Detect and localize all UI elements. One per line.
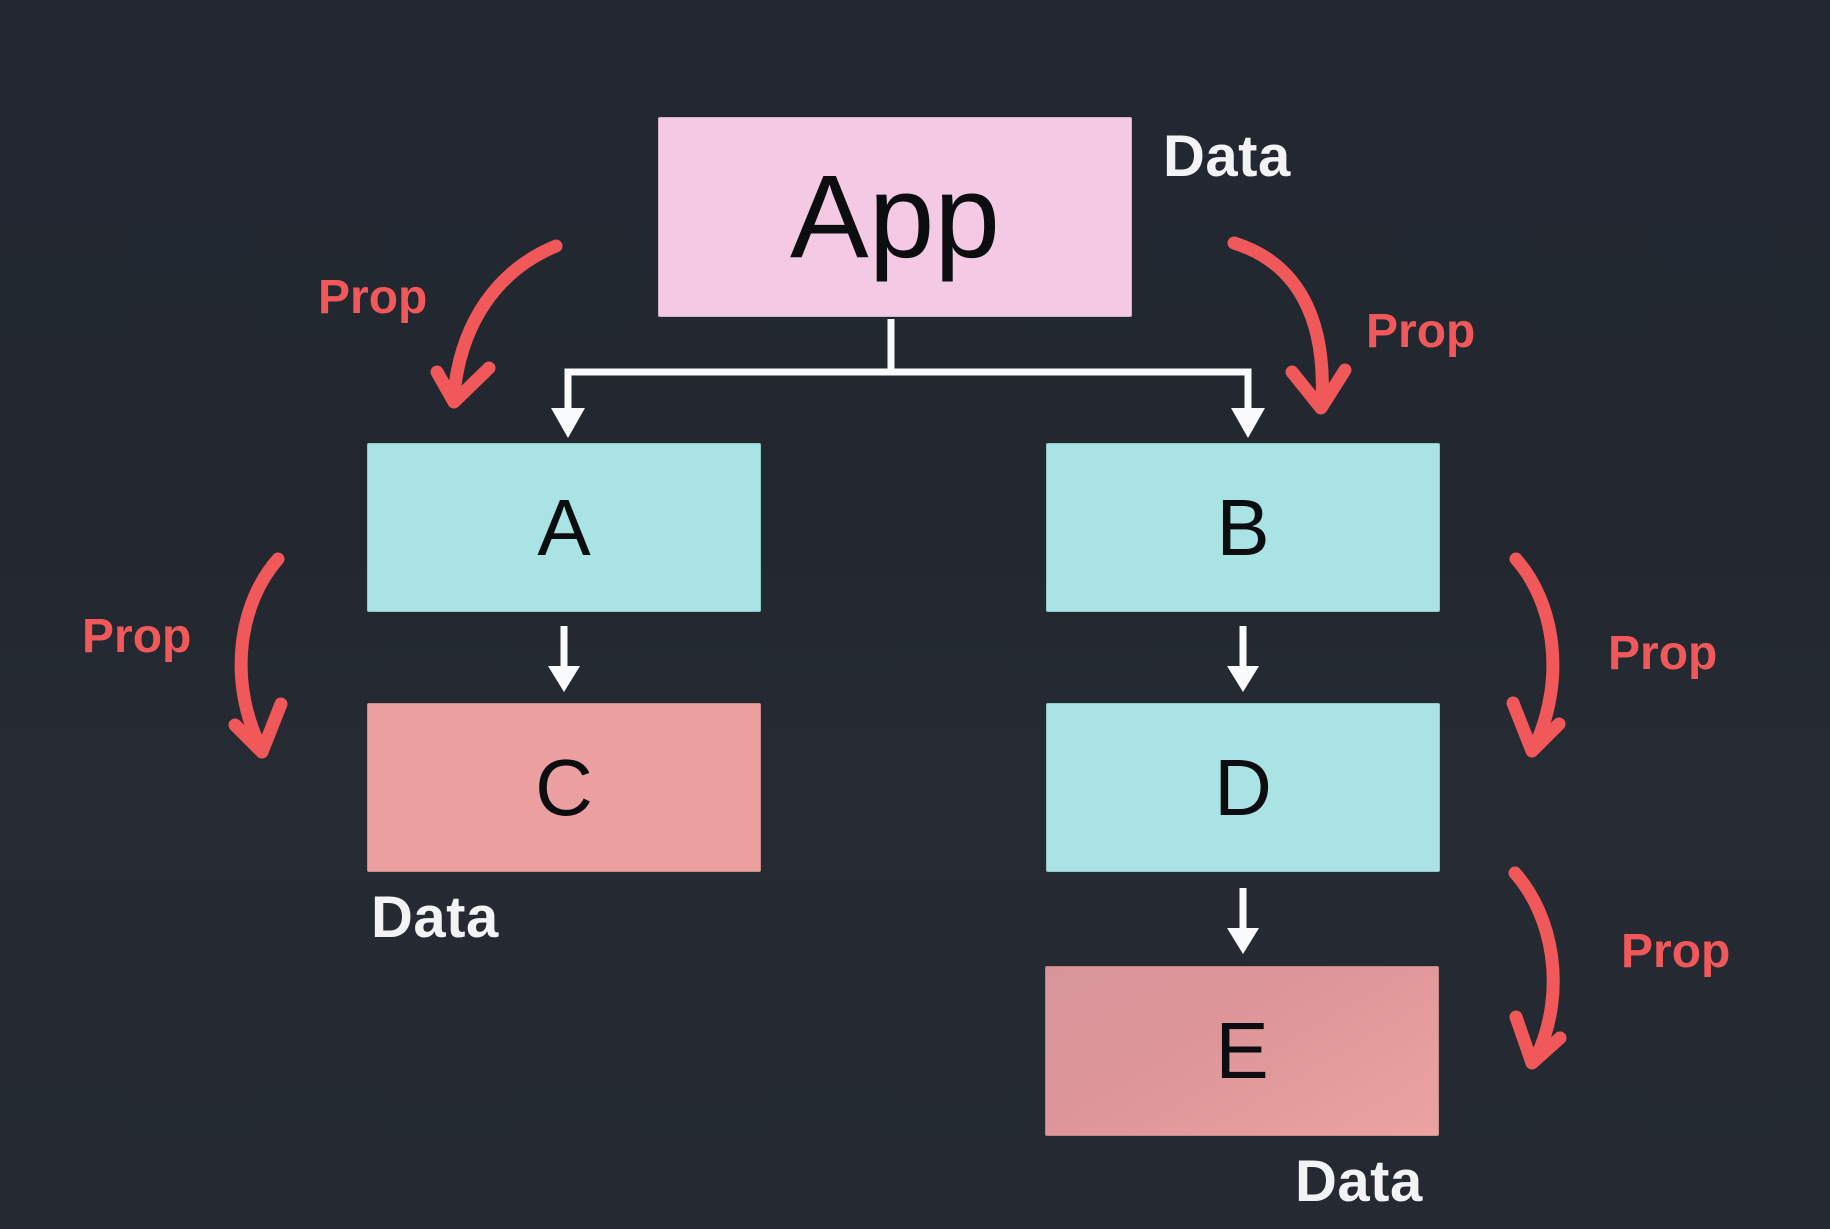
node-app-label: App xyxy=(790,151,1000,283)
node-a: A xyxy=(367,443,761,612)
prop-label-a-c: Prop xyxy=(82,610,192,663)
node-c: C xyxy=(367,703,761,872)
node-c-label: C xyxy=(535,742,593,832)
prop-arrow-b-d-icon xyxy=(1506,552,1566,758)
prop-label-app-b: Prop xyxy=(1366,305,1476,358)
node-a-label: A xyxy=(537,482,591,572)
data-label-e: Data xyxy=(1295,1149,1423,1214)
prop-label-b-d: Prop xyxy=(1608,627,1718,680)
node-d: D xyxy=(1046,703,1440,872)
node-b: B xyxy=(1046,443,1440,612)
data-label-app: Data xyxy=(1163,124,1291,189)
prop-label-d-e: Prop xyxy=(1621,925,1731,978)
node-app: App xyxy=(658,117,1132,317)
prop-arrow-a-c-icon xyxy=(228,552,288,759)
flow-arrow-b-d-icon xyxy=(1227,626,1259,692)
prop-arrow-app-a-icon xyxy=(430,239,563,409)
flow-arrow-d-e-icon xyxy=(1227,888,1259,954)
prop-arrow-app-b-icon xyxy=(1227,236,1352,415)
flow-arrow-a-c-icon xyxy=(548,626,580,692)
prop-label-app-a: Prop xyxy=(318,271,428,324)
prop-arrow-d-e-icon xyxy=(1508,866,1567,1070)
node-e: E xyxy=(1045,966,1439,1136)
node-d-label: D xyxy=(1214,742,1272,832)
node-b-label: B xyxy=(1216,482,1270,572)
node-e-label: E xyxy=(1215,1006,1269,1095)
data-label-c: Data xyxy=(371,885,499,950)
tree-connector xyxy=(551,319,1265,438)
